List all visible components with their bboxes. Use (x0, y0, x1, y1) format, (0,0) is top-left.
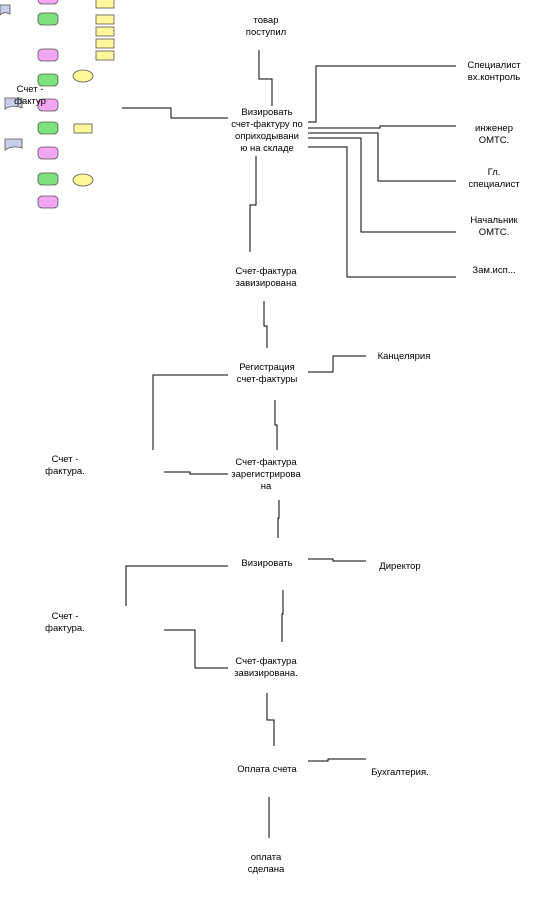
legend-function-shape (37, 12, 59, 26)
legend-document-shape-3 (4, 138, 23, 151)
legend-event-shape (37, 0, 59, 5)
role-office: Канцелярия (377, 351, 431, 362)
legend-role-shape (95, 0, 115, 9)
document-invoice-1: Счет - фактура. (45, 454, 85, 477)
event-invoice-registered: Счет-фактура зарегистрирова на (231, 457, 301, 492)
role-engineer-omts: инженер ОМТС. (474, 123, 513, 146)
legend-role-shape (95, 26, 115, 37)
legend-role-shape (73, 123, 93, 134)
legend-event-shape (37, 48, 59, 62)
function-sign: Визировать (241, 558, 293, 569)
event-invoice-signed: Счет-фактура завизирована (235, 266, 297, 289)
event-goods-arrived: товар поступил (245, 15, 287, 38)
legend-document-shape (0, 4, 11, 16)
function-pay-invoice: Оплата счета (237, 764, 297, 775)
legend-role-shape (95, 50, 115, 61)
document-invoice-partial: Счет - фактур (14, 84, 46, 107)
legend-oval-shape (72, 173, 94, 187)
event-invoice-signed-2: Счет-фактура завизирована. (234, 656, 298, 679)
role-head-omts: Начальник ОМТС. (470, 215, 518, 238)
role-specialist-incoming: Специалист вх.контроль (467, 60, 521, 83)
role-director: Директор (379, 561, 421, 572)
legend-palette (0, 0, 115, 209)
legend-event-shape (37, 98, 59, 112)
legend-function-shape (37, 121, 59, 135)
function-register-invoice: Регистрация счет-фактуры (236, 362, 298, 385)
legend-document-shape-2 (4, 97, 23, 110)
legend-oval-shape (72, 69, 94, 83)
legend-role-shape (95, 38, 115, 49)
legend-function-shape (37, 172, 59, 186)
role-deputy: Зам.исп... (472, 265, 516, 276)
role-chief-specialist: Гл. специалист (468, 167, 520, 190)
function-sign-invoice: Визировать счет-фактуру по oприходывани … (231, 107, 303, 154)
legend-role-shape (95, 14, 115, 25)
role-accounting: Бухгалтерия. (371, 767, 429, 778)
legend-function-shape (37, 73, 59, 87)
event-payment-done: оплата сделана (247, 852, 285, 875)
document-invoice-2: Счет - фактура. (45, 611, 85, 634)
legend-event-shape (37, 146, 59, 160)
legend-event-shape (37, 195, 59, 209)
connector-lines (122, 50, 456, 838)
